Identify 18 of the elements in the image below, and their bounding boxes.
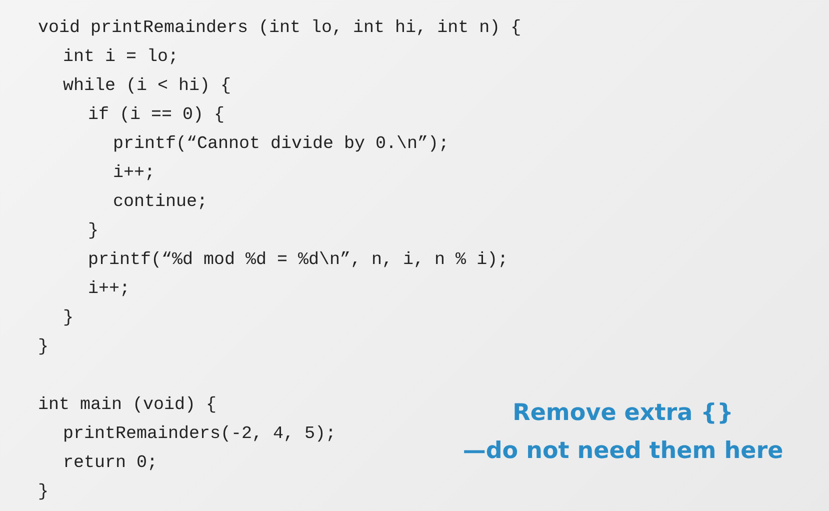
code-line: int main (void) { <box>38 394 217 417</box>
code-line: printf(“Cannot divide by 0.\n”); <box>113 133 450 156</box>
code-line: } <box>38 481 49 504</box>
code-line: int i = lo; <box>63 46 179 69</box>
code-line: continue; <box>113 191 208 214</box>
code-line: } <box>88 220 99 243</box>
code-line: if (i == 0) { <box>88 104 225 127</box>
annotation-text: —do not need them here <box>462 437 784 466</box>
code-line: void printRemainders (int lo, int hi, int n) { <box>38 17 522 40</box>
code-line: i++; <box>88 278 130 301</box>
code-line: return 0; <box>63 452 158 475</box>
code-line: } <box>63 307 74 330</box>
code-line: printRemainders(-2, 4, 5); <box>63 423 336 446</box>
code-line: i++; <box>113 162 156 185</box>
code-line: } <box>38 336 49 359</box>
annotation-text: Remove extra {} <box>512 399 734 428</box>
code-line: while (i < hi) { <box>63 75 232 98</box>
code-line: printf(“%d mod %d = %d\n”, n, i, n % i); <box>88 249 508 272</box>
